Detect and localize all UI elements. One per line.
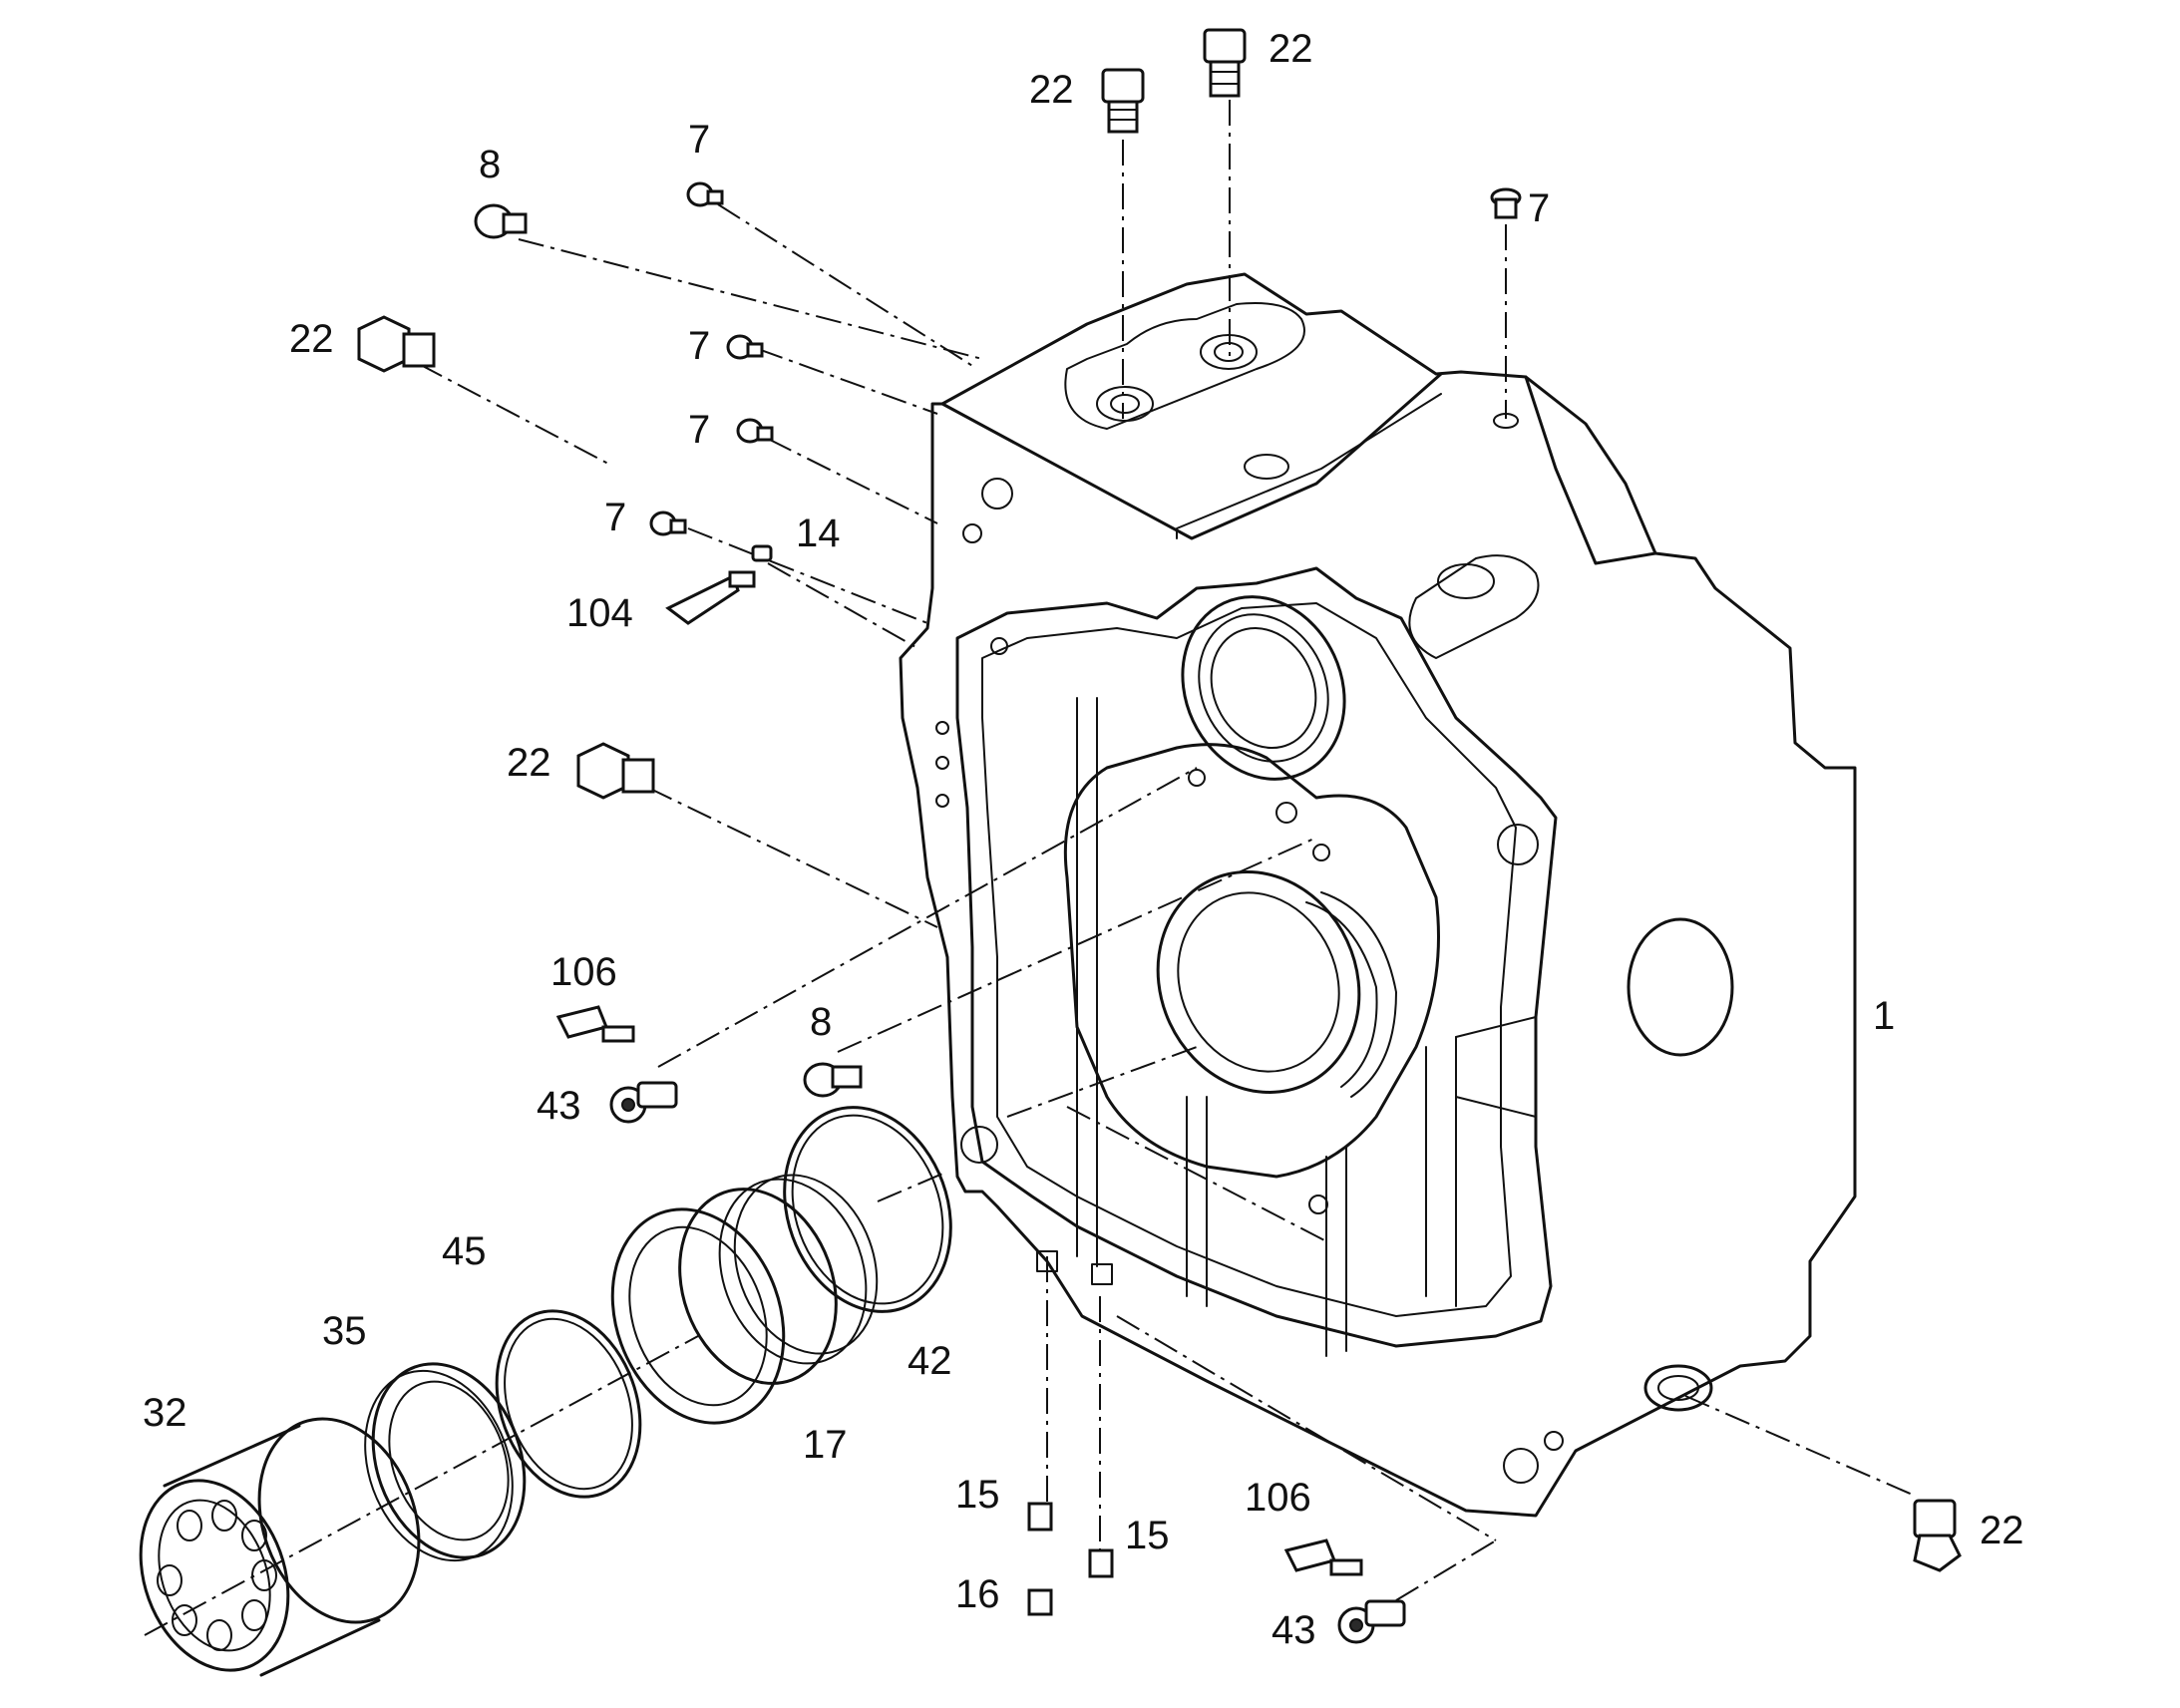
callout-label: 22 [1269, 27, 1313, 71]
callout-label: 22 [1029, 68, 1074, 112]
roller-bearing-32 [139, 1417, 421, 1677]
plug-22-left [357, 315, 436, 373]
callout-label: 7 [688, 118, 710, 162]
housing-part-1 [899, 272, 1857, 1518]
callout-label: 14 [796, 512, 841, 555]
sealant-tube-106-b [1283, 1538, 1363, 1576]
callout-label: 22 [289, 317, 334, 361]
callout-label: 32 [143, 1391, 187, 1435]
screw-7-d [649, 511, 687, 536]
plug-8-top [474, 203, 528, 239]
dowel-16 [1027, 1588, 1053, 1616]
callout-label: 8 [810, 1000, 832, 1044]
sealant-tube-106-a [555, 1005, 635, 1043]
callout-label: 7 [688, 324, 710, 368]
plug-22-a [1101, 68, 1145, 134]
screw-8-mid [803, 1062, 863, 1098]
callout-label: 45 [442, 1229, 487, 1273]
callout-label: 35 [322, 1309, 367, 1353]
dowel-15-a [1027, 1502, 1053, 1532]
dowel-15-b [1088, 1548, 1114, 1578]
callout-label: 8 [479, 143, 501, 186]
o-ring-42 [783, 1106, 952, 1313]
callout-label: 1 [1873, 994, 1895, 1038]
callout-label: 106 [1245, 1476, 1311, 1520]
screw-7-right [1490, 187, 1522, 219]
callout-label: 22 [1980, 1509, 2024, 1552]
callout-label: 16 [955, 1572, 1000, 1616]
callout-label: 7 [1528, 186, 1550, 230]
callout-labels: 22 22 7 8 7 22 7 7 7 14 104 22 1 106 8 4… [143, 27, 2024, 1652]
screw-7-b [726, 334, 764, 360]
sealant-tube-104 [665, 570, 756, 625]
callout-label: 7 [604, 496, 626, 539]
pin-14 [751, 544, 773, 562]
callout-label: 22 [507, 741, 551, 785]
callout-label: 42 [908, 1339, 952, 1383]
plug-22-mid [576, 742, 655, 800]
screw-7-c [736, 418, 774, 444]
callout-label: 17 [803, 1423, 848, 1467]
screw-43-b [1337, 1599, 1406, 1644]
callout-label: 106 [550, 950, 617, 994]
assembly-centerlines [144, 100, 1916, 1636]
callout-label: 104 [566, 591, 633, 635]
callout-label: 15 [955, 1473, 1000, 1517]
callout-label: 43 [537, 1084, 581, 1128]
callout-label: 43 [1272, 1608, 1316, 1652]
screw-43-a [609, 1081, 678, 1124]
plug-22-b [1203, 28, 1247, 98]
callout-label: 15 [1125, 1514, 1170, 1557]
screw-7-a [686, 181, 724, 207]
callout-label: 7 [688, 408, 710, 452]
seal-ring-35 [364, 1362, 527, 1562]
bearing-cup-17 [610, 1174, 879, 1425]
plug-22-bottom-right [1913, 1499, 1962, 1572]
